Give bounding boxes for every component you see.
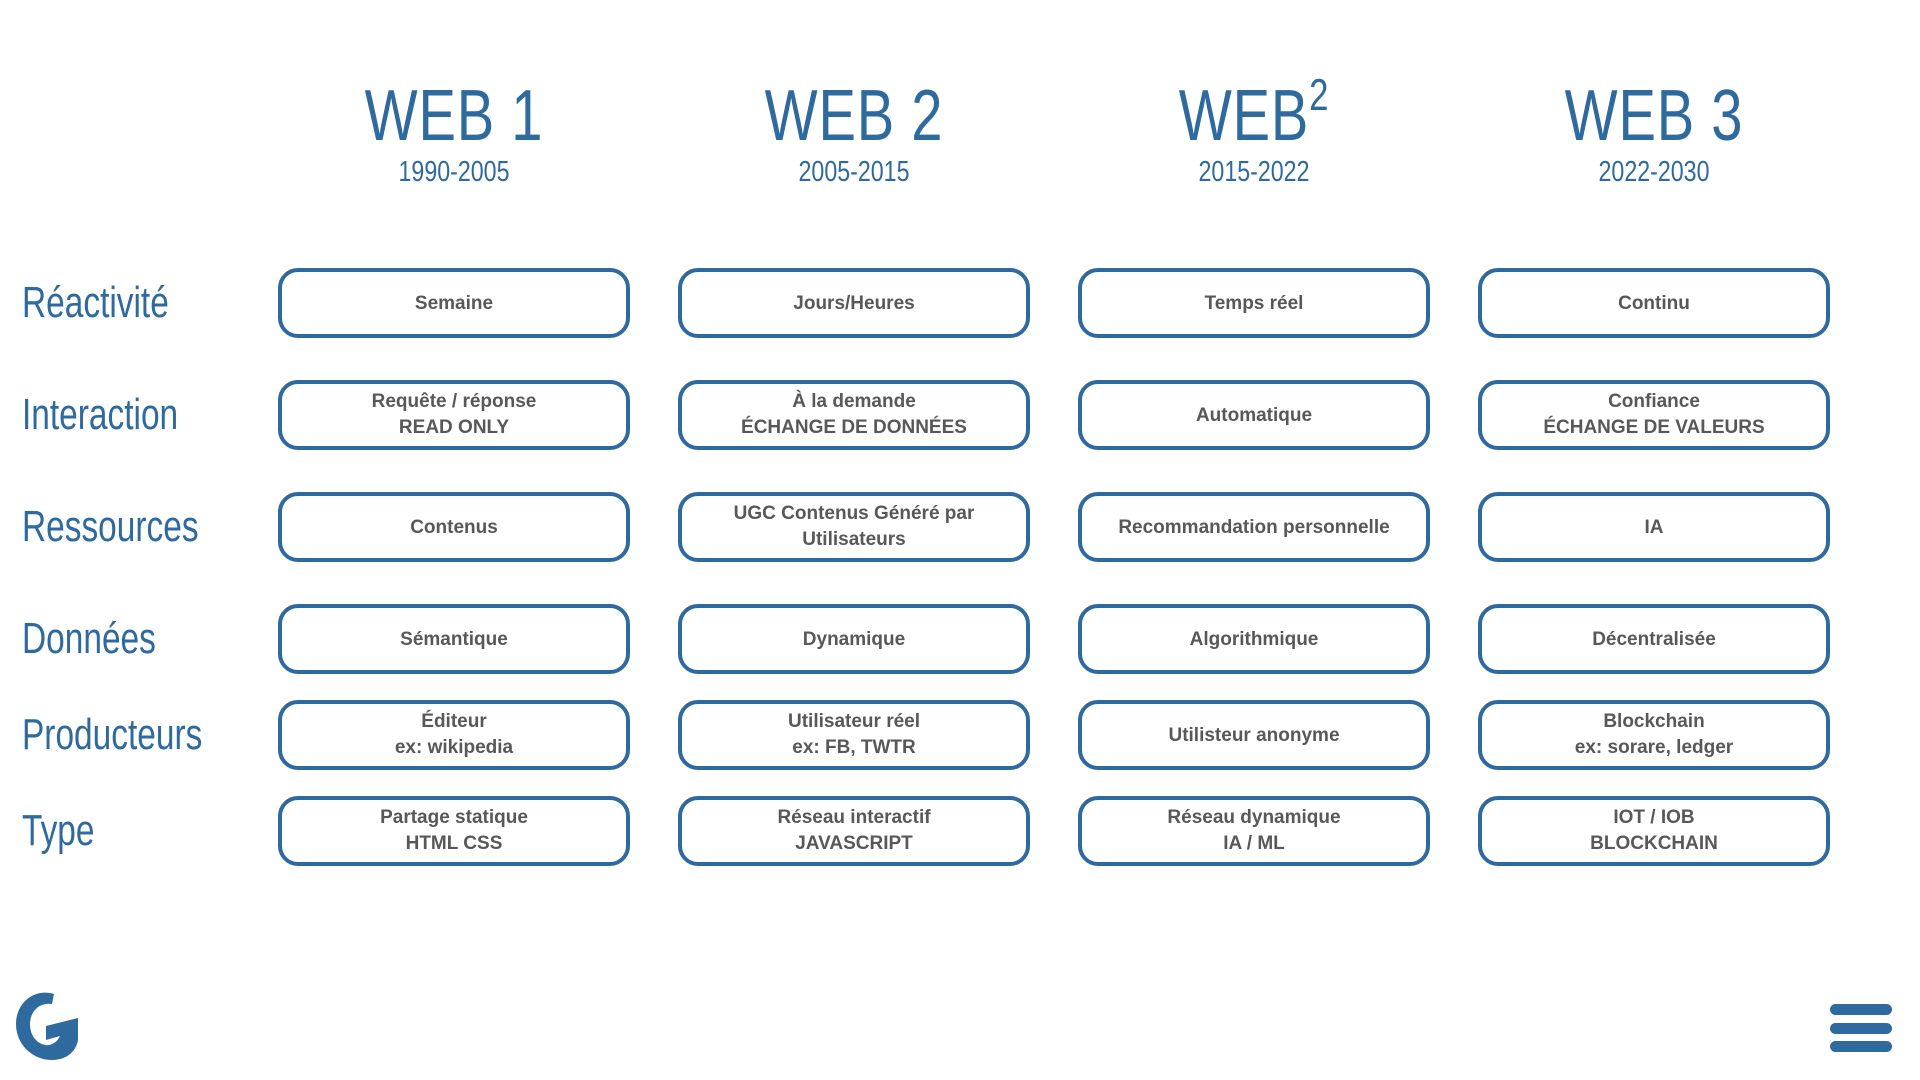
cell-text-r2-c1-l1: Requête / réponse [371,391,537,412]
menu-bar-2 [1830,1022,1892,1034]
cell-text-r5-c1-l1: Éditeur [421,711,487,732]
cell-text-r2-c1-l2: READ ONLY [398,417,510,438]
cell-text-r6-c2-l2: JAVASCRIPT [795,833,913,854]
cell-r6-c4: IOT / IOB BLOCKCHAIN [1478,796,1830,866]
cell-text-r6-c4-l2: BLOCKCHAIN [1590,833,1718,854]
row-label-6: Type [22,806,95,855]
cell-text-r4-c1-l1: Sémantique [400,628,508,650]
cell-text-r1-c4-l1: Continu [1618,292,1690,314]
cell-text-r2-c2-l2: ÉCHANGE DE DONNÉES [741,417,967,438]
cell-r5-c3: Utilisteur anonyme [1078,700,1430,770]
column-dates-4: 2022-2030 [1598,156,1710,188]
cell-r4-c4: Décentralisée [1478,604,1830,674]
column-title-1: WEB 1 [364,76,544,156]
cell-text-r6-c3-l1: Réseau dynamique [1167,807,1341,828]
menu-bar-1 [1830,1004,1892,1015]
cell-r3-c4: IA [1478,492,1830,562]
cell-r4-c3: Algorithmique [1078,604,1430,674]
cell-text-r5-c3-l1: Utilisteur anonyme [1168,724,1340,746]
cell-r2-c3: Automatique [1078,380,1430,450]
cell-text-r4-c3-l1: Algorithmique [1189,628,1319,650]
cell-text-r6-c2-l1: Réseau interactif [777,807,931,828]
cell-text-r5-c4-l1: Blockchain [1603,711,1705,732]
row-label-3: Ressources [22,502,199,551]
cell-text-r5-c2-l1: Utilisateur réel [788,711,920,732]
cell-text-r5-c2-l2: ex: FB, TWTR [792,737,916,758]
cell-text-r1-c1-l1: Semaine [414,292,494,314]
cell-text-r4-c4-l1: Décentralisée [1592,628,1716,650]
column-dates-2: 2005-2015 [798,156,910,188]
cell-text-r1-c2-l1: Jours/Heures [793,292,915,314]
cell-text-r6-c4-l1: IOT / IOB [1613,807,1695,828]
menu-bar-3 [1830,1041,1892,1052]
column-title-superscript-3: 2 [1309,70,1330,120]
cell-text-r2-c2-l1: À la demande [792,391,916,412]
cell-r3-c3: Recommandation personnelle [1078,492,1430,562]
column-dates-3: 2015-2022 [1198,156,1310,188]
cell-r1-c3: Temps réel [1078,268,1430,338]
cell-text-r3-c1-l1: Contenus [410,516,498,538]
row-label-5: Producteurs [22,710,203,759]
cell-r3-c1: Contenus [278,492,630,562]
cell-r5-c4: Blockchain ex: sorare, ledger [1478,700,1830,770]
cell-text-r3-c2-l1: UGC Contenus Généré par [733,503,975,524]
cell-text-r1-c3-l1: Temps réel [1204,292,1304,314]
cell-text-r2-c4-l1: Confiance [1608,391,1700,412]
column-title-4: WEB 3 [1564,76,1744,156]
cell-r6-c3: Réseau dynamique IA / ML [1078,796,1430,866]
cell-r1-c2: Jours/Heures [678,268,1030,338]
g-logo [14,988,80,1060]
cell-r4-c1: Sémantique [278,604,630,674]
cell-text-r4-c2-l1: Dynamique [802,628,906,650]
cell-text-r6-c1-l1: Partage statique [380,807,528,828]
cell-text-r3-c4-l1: IA [1644,516,1664,538]
cell-r1-c4: Continu [1478,268,1830,338]
row-label-4: Données [22,614,156,663]
cell-text-r5-c1-l2: ex: wikipedia [394,737,514,758]
cell-text-r2-c3-l1: Automatique [1195,404,1313,426]
cell-text-r5-c4-l2: ex: sorare, ledger [1574,737,1734,758]
cell-text-r6-c3-l2: IA / ML [1223,833,1285,854]
cell-text-r3-c3-l1: Recommandation personnelle [1118,516,1390,538]
row-label-1: Réactivité [22,278,169,327]
cell-r4-c2: Dynamique [678,604,1030,674]
cell-r1-c1: Semaine [278,268,630,338]
row-label-2: Interaction [22,390,179,439]
column-dates-1: 1990-2005 [398,156,510,188]
cell-text-r6-c1-l2: HTML CSS [405,833,503,854]
cell-text-r3-c2-l2: Utilisateurs [802,529,906,550]
cell-r5-c2: Utilisateur réel ex: FB, TWTR [678,700,1030,770]
hamburger-menu-icon[interactable] [1830,1004,1892,1052]
cell-r5-c1: Éditeur ex: wikipedia [278,700,630,770]
column-title-3: WEB2 [1178,70,1330,156]
column-title-2: WEB 2 [764,76,944,156]
cell-text-r2-c4-l2: ÉCHANGE DE VALEURS [1543,417,1765,438]
